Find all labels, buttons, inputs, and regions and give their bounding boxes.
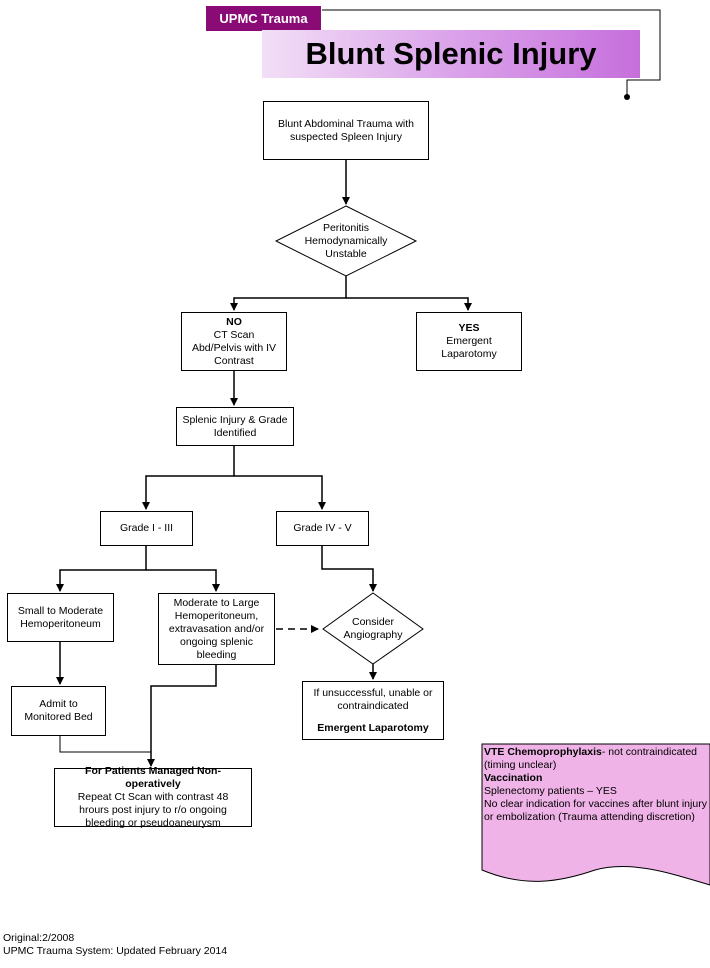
arrow-to-moderate	[146, 569, 220, 592]
node-nonop-head: For Patients Managed Non-operatively	[85, 765, 221, 790]
angio-line-2: Angiography	[343, 629, 403, 641]
arrow-moderate-to-nonop	[147, 665, 217, 767]
note-vte-head: VTE Chemoprophylaxis	[484, 746, 602, 758]
footer-original: Original:2/2008	[3, 932, 75, 944]
node-grade-low: Grade I - III	[100, 511, 193, 546]
node-moderate: Moderate to Large Hemoperitoneum, extrav…	[158, 593, 275, 665]
arrow-to-grade-high	[234, 475, 326, 510]
peritonitis-line-1: Peritonitis	[322, 221, 370, 234]
note-line-2: No clear indication for vaccines after b…	[484, 798, 707, 823]
header-bracket-dot	[624, 94, 630, 100]
node-yes-body: Emergent Laparotomy	[441, 335, 497, 360]
line-admit-to-nonop	[59, 736, 151, 753]
angio-line-1: Consider	[351, 616, 395, 628]
node-unsuccessful: If unsuccessful, unable or contraindicat…	[302, 681, 444, 740]
node-peritonitis-text: Peritonitis Hemodynamically Unstable	[286, 221, 406, 261]
node-yes-head: YES	[458, 322, 480, 334]
peritonitis-line-2: Hemodynamically	[304, 234, 388, 247]
node-admit: Admit to Monitored Bed	[11, 686, 106, 736]
arrow-to-angio	[321, 546, 377, 592]
arrow-to-yes	[346, 297, 472, 311]
node-angio-text: Consider Angiography	[333, 612, 413, 646]
node-grade-low-text: Grade I - III	[119, 522, 174, 534]
node-no-head: NO	[226, 315, 242, 328]
node-nonop: For Patients Managed Non-operatively Rep…	[54, 765, 252, 829]
footer-updated: UPMC Trauma System: Updated February 201…	[3, 945, 228, 957]
node-unsuccessful-head: Emergent Laparotomy	[317, 721, 429, 734]
arrow-to-grade-low	[142, 446, 235, 510]
page-title: Blunt Splenic Injury	[262, 30, 640, 78]
node-nonop-body: Repeat Ct Scan with contrast 48 hrours p…	[77, 791, 229, 829]
note-text: VTE Chemoprophylaxis- not contraindicate…	[484, 746, 710, 824]
node-grade-high-text: Grade IV - V	[293, 522, 352, 534]
header-bracket	[322, 9, 661, 96]
note-vte-body: - not contraindicated (timing unclear)	[484, 746, 698, 771]
node-yes: YES Emergent Laparotomy	[416, 312, 522, 371]
arrow-to-no	[230, 276, 347, 311]
node-grade-identified-text: Splenic Injury & Grade Identified	[182, 413, 288, 439]
node-admit-text: Admit to Monitored Bed	[24, 698, 93, 723]
arrow-to-small	[56, 546, 147, 592]
node-small-text: Small to Moderate Hemoperitoneum	[17, 604, 104, 630]
node-start-text: Blunt Abdominal Trauma with suspected Sp…	[278, 117, 414, 143]
node-small: Small to Moderate Hemoperitoneum	[7, 593, 114, 642]
note-shape	[481, 743, 710, 886]
note-line-1: Splenectomy patients – YES	[484, 785, 617, 797]
node-no: NO CT Scan Abd/Pelvis with IV Contrast	[181, 312, 287, 371]
node-moderate-text: Moderate to Large Hemoperitoneum, extrav…	[168, 596, 265, 661]
node-unsuccessful-body: If unsuccessful, unable or contraindicat…	[313, 686, 433, 712]
note-vacc-head: Vaccination	[484, 772, 543, 784]
header-tag: UPMC Trauma	[206, 6, 321, 31]
node-grade-high: Grade IV - V	[276, 511, 369, 546]
peritonitis-line-3: Unstable	[325, 247, 367, 260]
note-vte: VTE Chemoprophylaxis- not contraindicate…	[484, 746, 710, 772]
node-start: Blunt Abdominal Trauma with suspected Sp…	[263, 101, 429, 160]
node-grade-identified: Splenic Injury & Grade Identified	[176, 407, 294, 446]
node-no-body: CT Scan Abd/Pelvis with IV Contrast	[191, 328, 277, 367]
